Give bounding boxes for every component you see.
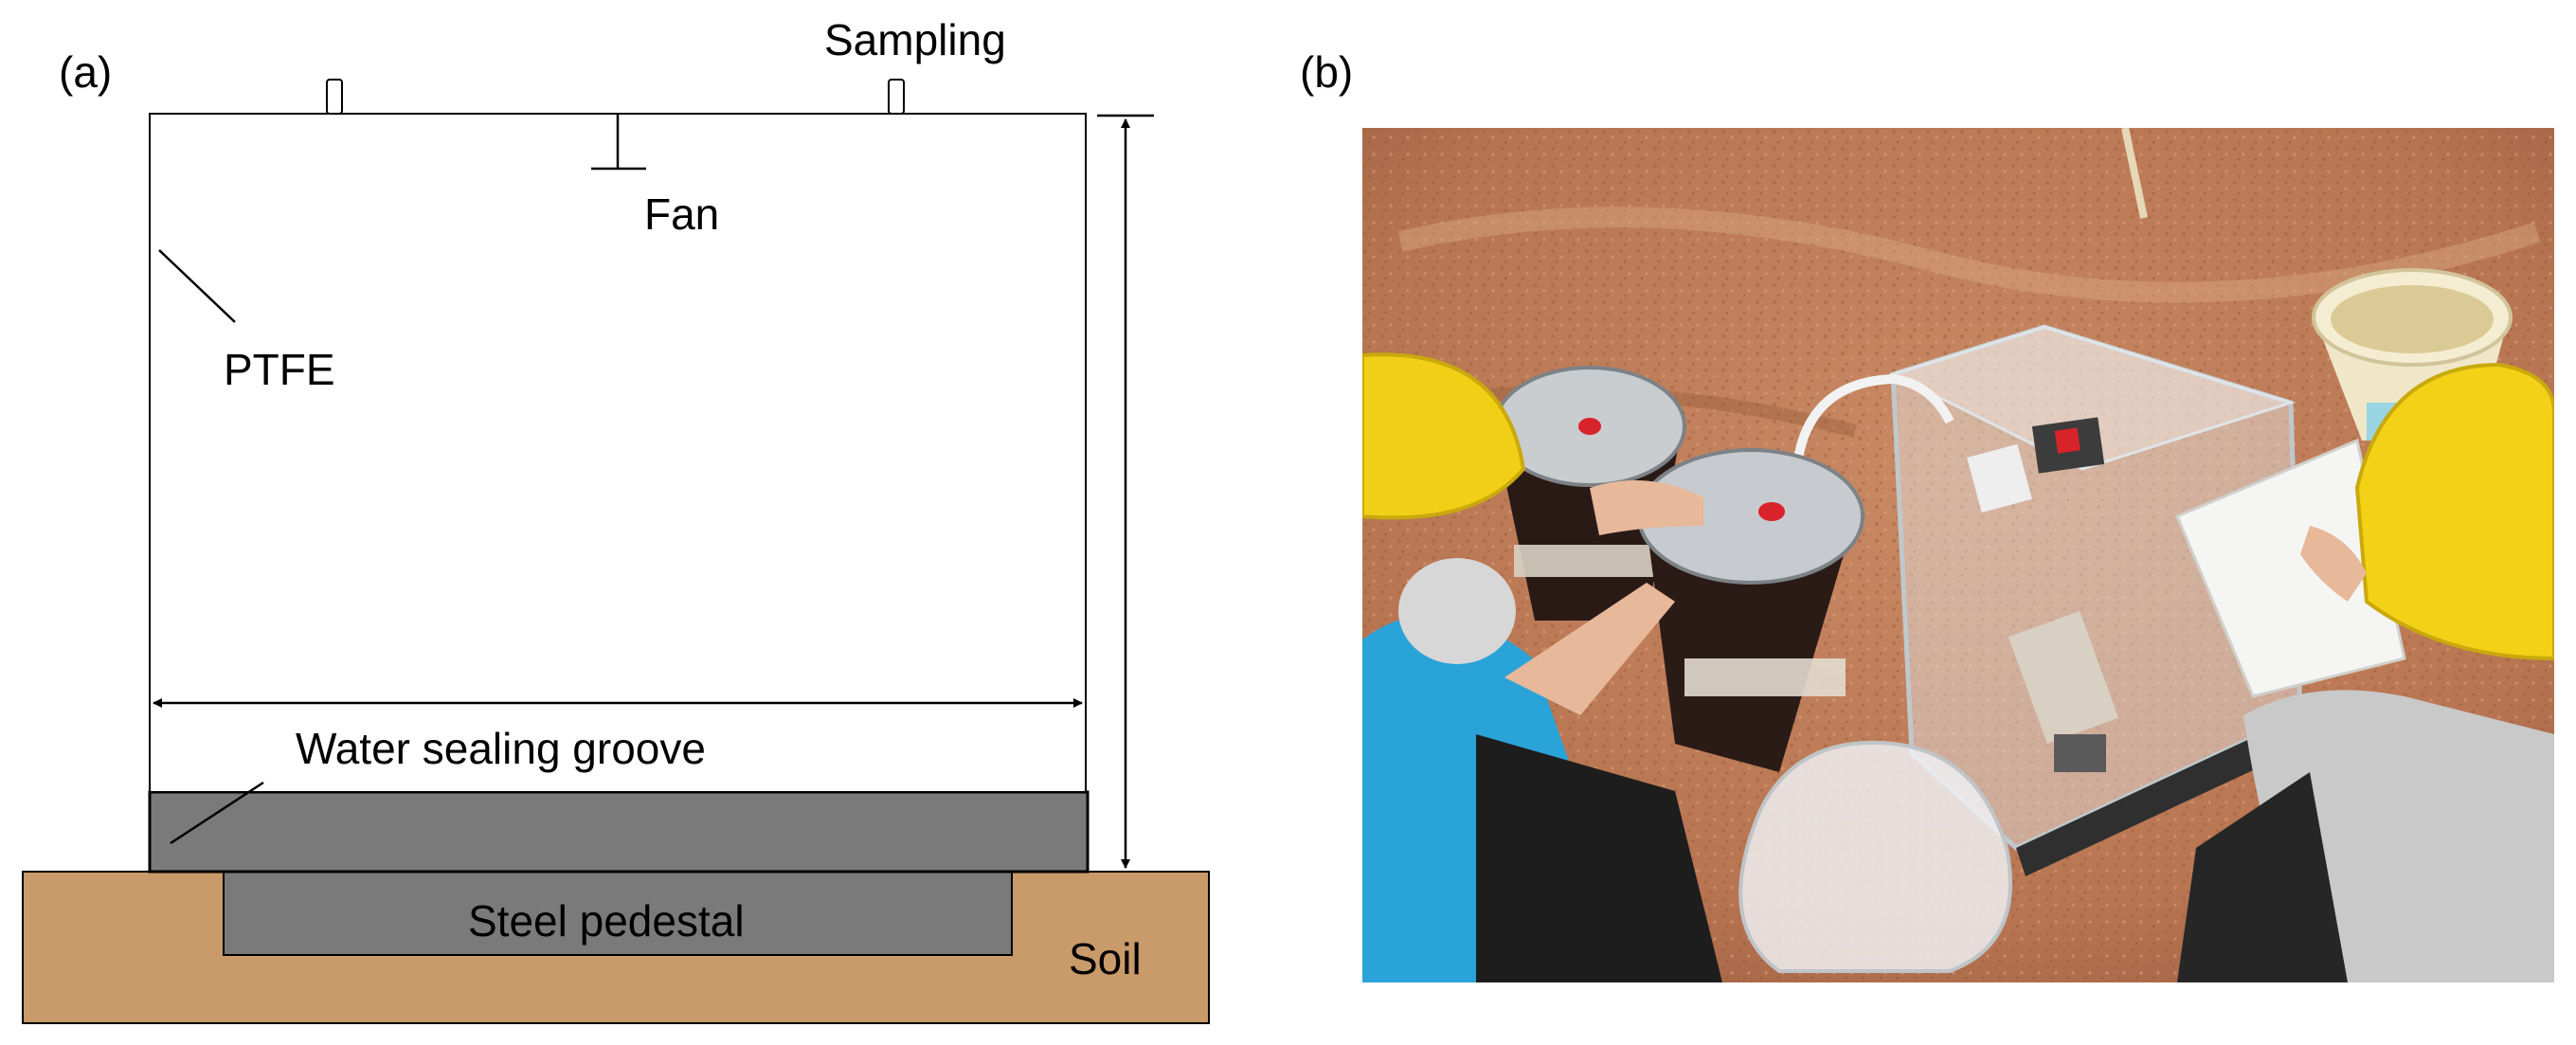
panel-b-label: (b) — [1300, 47, 1353, 97]
ptfe-chamber — [149, 113, 1087, 793]
ptfe-leader-line — [158, 249, 236, 323]
stick — [2121, 128, 2148, 219]
sampling-port-left — [326, 79, 343, 115]
panel-b-photo: (b) — [1300, 47, 2554, 982]
sample-bucket-front — [1637, 448, 1864, 772]
groove-leader-line — [170, 781, 264, 845]
sampling-port-right — [888, 79, 905, 115]
person-left — [1362, 352, 1722, 982]
steel-pedestal — [223, 871, 1013, 956]
fan-label: Fan — [644, 189, 719, 239]
pedestal-label: Steel pedestal — [468, 896, 745, 946]
field-photo — [1362, 128, 2554, 982]
groove-label: Water sealing groove — [296, 724, 706, 773]
transparent-chamber — [1889, 324, 2310, 876]
sample-bucket-back — [1493, 366, 1686, 621]
water-sealing-groove — [148, 790, 1090, 874]
panel-a-schematic: (a) Sampling Fan PTFE Water sealing groo… — [22, 15, 1210, 1024]
panel-a-label: (a) — [59, 47, 112, 97]
ptfe-label: PTFE — [224, 345, 335, 394]
notebook-papers — [2175, 438, 2406, 698]
sampling-label: Sampling — [824, 15, 1006, 64]
soil-label: Soil — [1069, 934, 1142, 983]
plastic-bag — [1738, 740, 2012, 973]
person-right — [2177, 362, 2554, 982]
